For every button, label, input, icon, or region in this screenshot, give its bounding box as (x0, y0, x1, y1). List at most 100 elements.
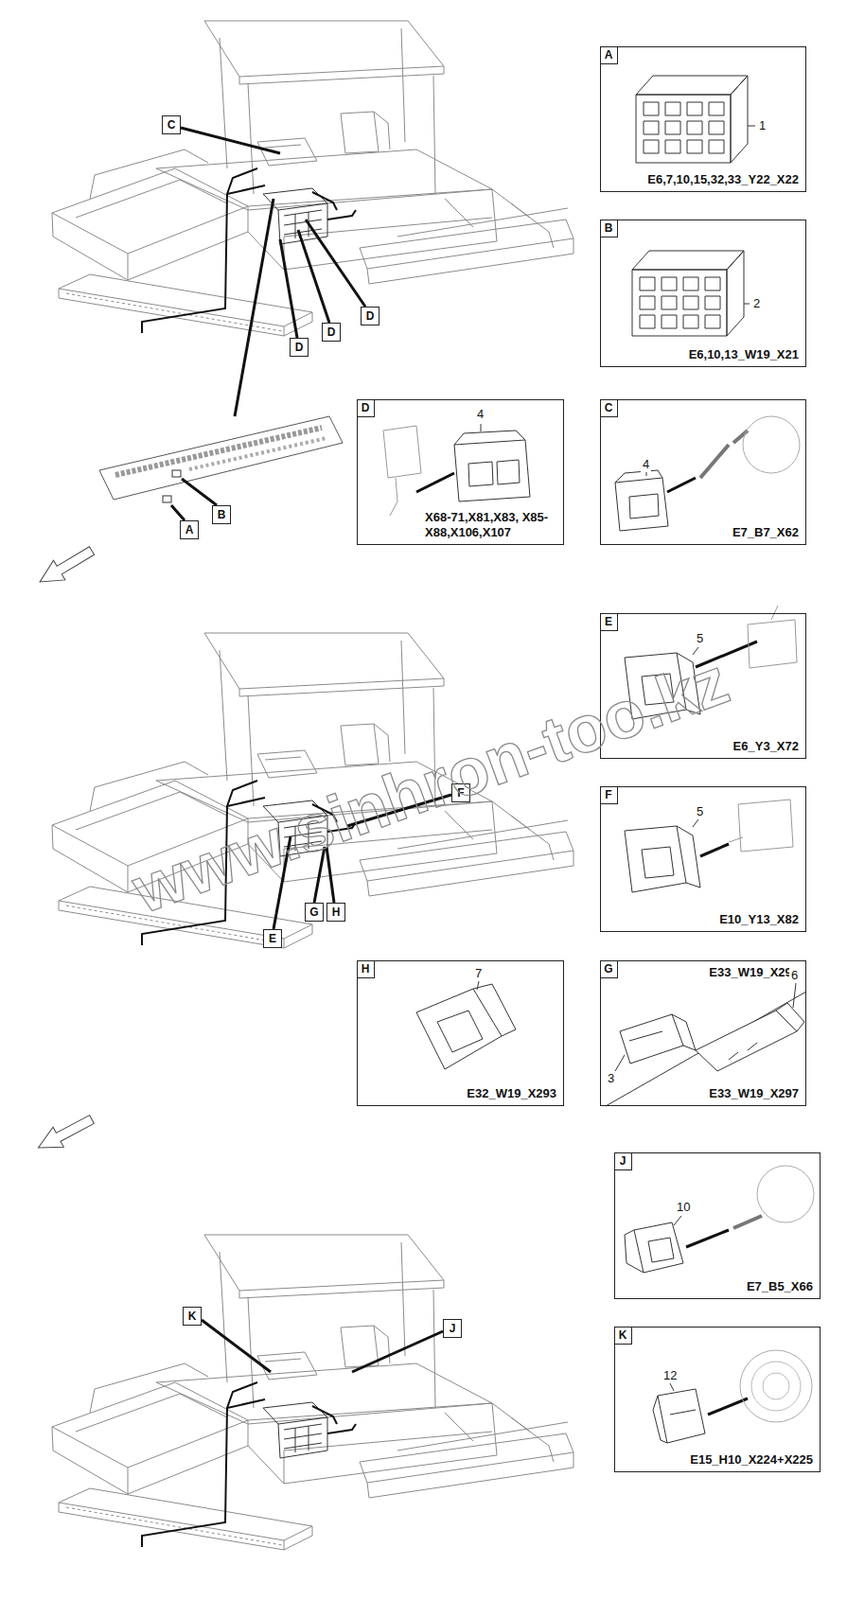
leader-line (234, 198, 274, 417)
callout-number: 2 (751, 296, 762, 312)
housing-cavities (639, 277, 721, 329)
callout-number: 6 (789, 968, 800, 984)
callout-letter-box: C (161, 115, 181, 135)
letter-label: D (366, 309, 375, 323)
pointer-line (667, 477, 696, 493)
callout-letter-box: A (179, 520, 199, 540)
callout-leader (692, 819, 699, 828)
housing-14pin (635, 75, 756, 163)
view-arrow (34, 541, 98, 593)
horn-ghost (740, 1350, 812, 1423)
plug-3pin (619, 1014, 696, 1064)
detail-panel: E7_B5_X66J (614, 1152, 821, 1300)
valve-block-ghost (742, 416, 800, 474)
panel-letter-tag: G (599, 960, 618, 979)
detail-g-parts (605, 983, 807, 1107)
letter-label: H (332, 905, 341, 919)
detail-k-parts (652, 1350, 812, 1444)
callout-number: 4 (475, 406, 486, 423)
part-caption: E6,7,10,15,32,33_Y22_X22 (645, 172, 801, 188)
letter-label: D (361, 401, 371, 415)
callout-leader (793, 983, 796, 1008)
paver-view-1 (52, 20, 574, 336)
view-arrows (33, 541, 98, 1159)
panel-letter-tag: B (599, 219, 618, 238)
pointer-line (416, 473, 455, 493)
plug-2pin (454, 430, 530, 502)
paver-view-3 (52, 1235, 574, 1551)
callout-letter-box: J (442, 1319, 462, 1339)
callout-number: 5 (694, 804, 706, 820)
callout-leader (673, 1216, 682, 1226)
leader-line (298, 229, 330, 323)
callout-leader (670, 1383, 674, 1392)
leader-line (180, 127, 281, 154)
speed-sensor (733, 1216, 762, 1229)
detail-panel: E33_W19_X295E33_W19_X297 G (599, 960, 807, 1107)
callout-letter-box: G (304, 902, 324, 922)
housing-body (635, 75, 748, 163)
letter-label: A (185, 523, 195, 537)
letter-label: K (618, 1328, 628, 1342)
part-caption: E7_B7_X62 (730, 525, 801, 541)
valve-plug (624, 826, 701, 893)
sensor-ghost (383, 425, 422, 516)
letter-label: C (167, 118, 177, 132)
callout-number: 7 (473, 966, 484, 982)
callout-number: 1 (757, 118, 768, 134)
leader-line (181, 478, 217, 506)
letter-label: G (603, 962, 613, 976)
callout-leader (615, 1055, 625, 1072)
panel-letter-tag: E (599, 613, 618, 632)
callout-leader (480, 423, 482, 432)
flat-plug (652, 1389, 706, 1444)
plug-3pin-round (416, 984, 516, 1070)
detail-panel: E7_B7_X62C (599, 399, 807, 546)
detail-panel: E6,7,10,15,32,33_Y22_X22 A (599, 46, 807, 193)
part-caption: E32_W19_X293 (464, 1086, 559, 1102)
leader-line (201, 1320, 271, 1373)
letter-label: D (295, 340, 304, 354)
panel-letter-tag: H (356, 960, 375, 979)
letter-label: F (604, 788, 612, 802)
callout-letter-box: D (321, 322, 341, 342)
callout-number: 5 (694, 631, 706, 647)
letter-label: J (449, 1322, 457, 1336)
letter-label: G (309, 905, 318, 919)
callout-number: 4 (640, 457, 652, 473)
part-caption: E33_W19_X295 (706, 965, 801, 981)
part-caption: E6,10,13_W19_X21 (687, 347, 801, 363)
panel-letter-tag: A (599, 46, 618, 65)
horn-ghost (762, 1373, 790, 1400)
view-arrow (33, 1109, 98, 1158)
detail-j-parts (624, 1165, 814, 1273)
panel-letter-tag: K (614, 1326, 633, 1345)
plug-sensor (624, 1222, 684, 1273)
callout-leader (743, 303, 750, 305)
housing-body (632, 250, 744, 336)
callout-letter-box: B (211, 505, 231, 525)
callout-letter-box: H (326, 902, 346, 922)
pointer-line (700, 844, 729, 857)
callout-leader (476, 981, 479, 990)
detail-f-parts (624, 799, 794, 893)
gearbox-ghost (757, 1165, 814, 1223)
panel-letter-tag: F (599, 786, 618, 805)
divider-line (605, 991, 807, 1107)
housing-12pin (632, 250, 750, 336)
letter-label: H (361, 962, 371, 976)
letter-label: K (188, 1309, 197, 1324)
part-caption: E33_W19_X297 (706, 1086, 801, 1102)
pointer-line (686, 1230, 729, 1248)
part-caption: E6_Y3_X72 (731, 739, 801, 755)
leader-line (352, 1331, 443, 1373)
leader-line (280, 239, 298, 338)
part-caption: E15_H10_X224+X225 (688, 1452, 815, 1468)
letter-label: A (604, 48, 614, 62)
leader-line (171, 505, 185, 521)
callout-number: 12 (661, 1368, 679, 1384)
board-fuses (189, 438, 327, 470)
board-socket (172, 470, 181, 477)
callout-leader (747, 125, 756, 127)
detail-panel: E32_W19_X293 H (356, 960, 565, 1107)
